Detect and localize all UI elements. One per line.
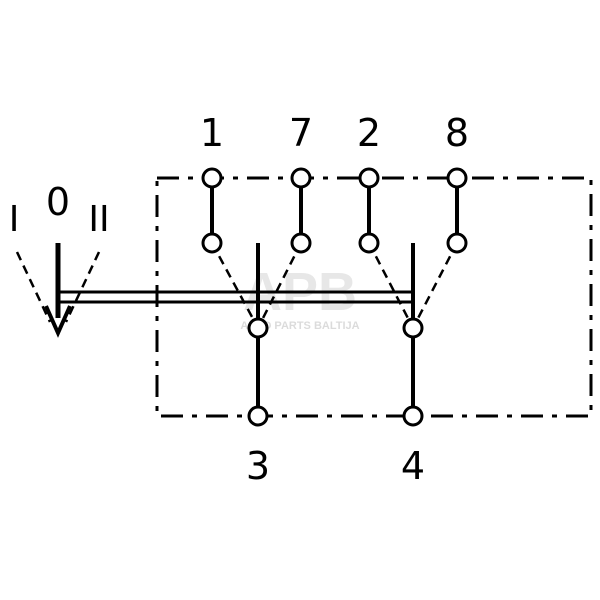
terminal-1-circle (201, 167, 223, 189)
contact-2-lower-circle (358, 232, 380, 254)
terminal-label-8: 8 (445, 111, 469, 155)
contact-1-lower-circle (201, 232, 223, 254)
terminal-label-2: 2 (357, 111, 381, 155)
top-contact-stems (210, 178, 459, 243)
moving-contact-4-circle (402, 317, 424, 339)
watermark-text: AUTO PARTS BALTIJA (240, 320, 359, 332)
terminal-3-circle (247, 405, 269, 427)
terminal-7-circle (290, 167, 312, 189)
actuator-linkage (58, 290, 413, 304)
terminal-labels: 1 7 2 8 3 4 (200, 111, 469, 488)
actuator-lever (15, 243, 101, 338)
contact-7-lower-circle (290, 232, 312, 254)
terminal-8-circle (446, 167, 468, 189)
terminal-label-7: 7 (289, 111, 313, 155)
path-1-to-3 (210, 242, 260, 329)
terminal-2-circle (358, 167, 380, 189)
path-8-to-4 (411, 242, 459, 329)
terminal-4-circle (402, 405, 424, 427)
contact-paths (210, 242, 459, 329)
lever-path-position-ii (64, 251, 101, 323)
lever-arrow-icon (44, 305, 72, 338)
terminal-label-3: 3 (246, 444, 270, 488)
contact-8-lower-circle (446, 232, 468, 254)
switch-housing-outline (155, 176, 593, 418)
path-7-to-3 (256, 242, 303, 329)
moving-contact-3-circle (247, 317, 269, 339)
lever-path-position-i (15, 251, 52, 323)
position-label-left: I (9, 199, 20, 240)
position-labels: I 0 II (9, 180, 110, 240)
path-2-to-4 (367, 242, 415, 329)
terminal-circles (201, 167, 468, 427)
position-label-center: 0 (46, 180, 70, 224)
terminal-label-4: 4 (401, 444, 425, 488)
terminal-label-1: 1 (200, 111, 224, 155)
position-label-right: II (88, 199, 109, 240)
